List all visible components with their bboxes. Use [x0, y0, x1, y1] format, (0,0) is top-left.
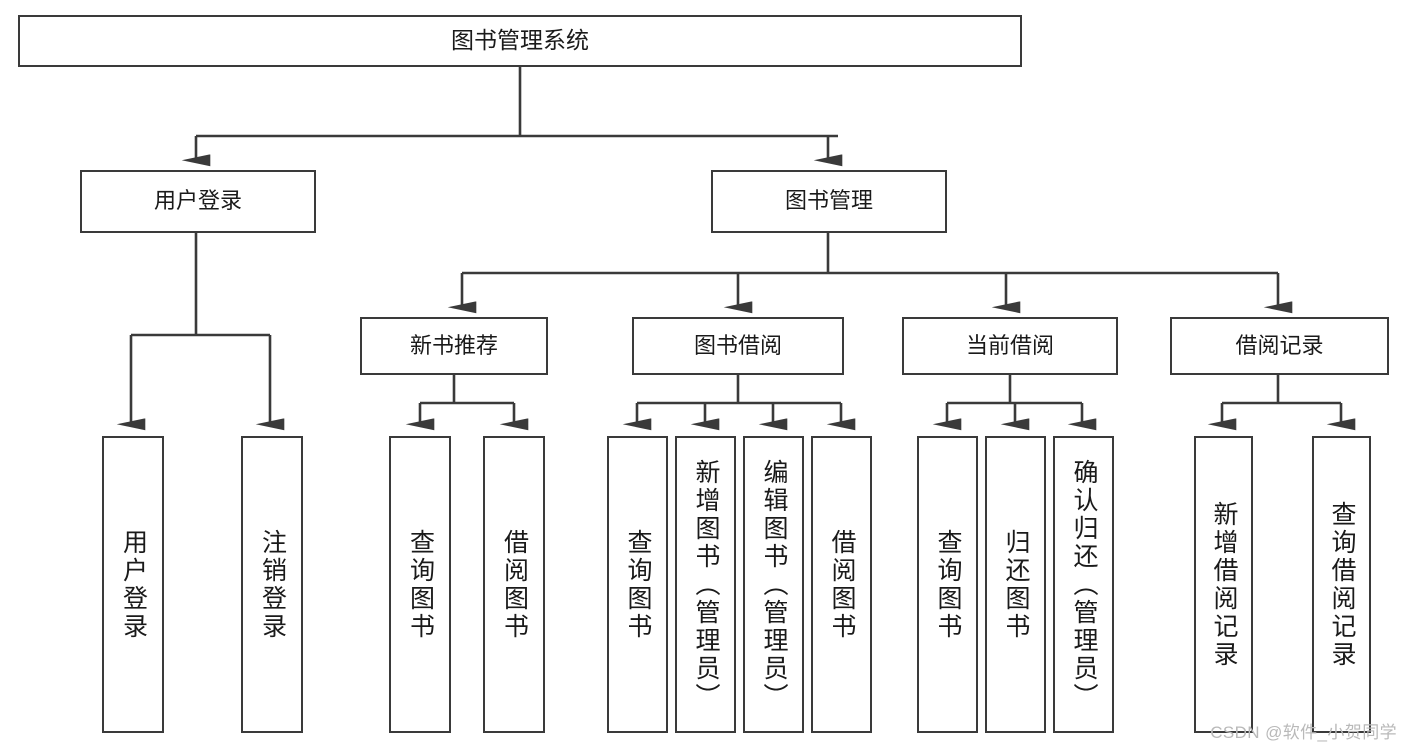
node-leaf-return-book[interactable]: 归还图书: [985, 436, 1046, 733]
node-root-book-management-system[interactable]: 图书管理系统: [18, 15, 1022, 67]
node-label: 查询图书: [624, 528, 652, 641]
node-label: 确认归还（管理员）: [1070, 458, 1098, 711]
node-leaf-add-book[interactable]: 新增图书（管理员）: [675, 436, 736, 733]
node-leaf-user-login[interactable]: 用户登录: [102, 436, 164, 733]
node-label: 查询图书: [406, 528, 435, 641]
node-leaf-borrow-book-2[interactable]: 借阅图书: [811, 436, 872, 733]
node-leaf-logout-login[interactable]: 注销登录: [241, 436, 303, 733]
node-user-login[interactable]: 用户登录: [80, 170, 316, 233]
node-label: 新增借阅记录: [1210, 500, 1238, 669]
node-label: 用户登录: [119, 528, 148, 641]
node-leaf-confirm-return[interactable]: 确认归还（管理员）: [1053, 436, 1114, 733]
node-label: 借阅图书: [500, 528, 529, 641]
node-leaf-query-book-3[interactable]: 查询图书: [917, 436, 978, 733]
node-book-manage[interactable]: 图书管理: [711, 170, 947, 233]
node-label: 归还图书: [1002, 528, 1030, 641]
node-label: 用户登录: [153, 188, 242, 214]
node-leaf-query-record[interactable]: 查询借阅记录: [1312, 436, 1371, 733]
node-label: 借阅记录: [1235, 332, 1324, 358]
node-label: 图书管理: [784, 188, 873, 214]
node-leaf-add-record[interactable]: 新增借阅记录: [1194, 436, 1253, 733]
node-leaf-query-book-1[interactable]: 查询图书: [389, 436, 451, 733]
node-label: 借阅图书: [828, 528, 856, 641]
node-leaf-edit-book[interactable]: 编辑图书（管理员）: [743, 436, 804, 733]
watermark-text: CSDN @软件_小贺同学: [1210, 723, 1397, 742]
node-borrow-record[interactable]: 借阅记录: [1170, 317, 1389, 375]
node-label: 图书管理系统: [451, 27, 589, 54]
node-label: 当前借阅: [965, 332, 1054, 358]
node-leaf-borrow-book-1[interactable]: 借阅图书: [483, 436, 545, 733]
node-label: 查询借阅记录: [1328, 500, 1356, 669]
node-current-borrow[interactable]: 当前借阅: [902, 317, 1118, 375]
node-label: 图书借阅: [693, 332, 782, 358]
node-label: 新书推荐: [409, 332, 498, 358]
node-label: 注销登录: [258, 528, 287, 641]
node-label: 编辑图书（管理员）: [760, 458, 788, 711]
node-label: 查询图书: [934, 528, 962, 641]
node-new-book-recommend[interactable]: 新书推荐: [360, 317, 548, 375]
node-leaf-query-book-2[interactable]: 查询图书: [607, 436, 668, 733]
node-book-borrow[interactable]: 图书借阅: [632, 317, 844, 375]
node-label: 新增图书（管理员）: [692, 458, 720, 711]
